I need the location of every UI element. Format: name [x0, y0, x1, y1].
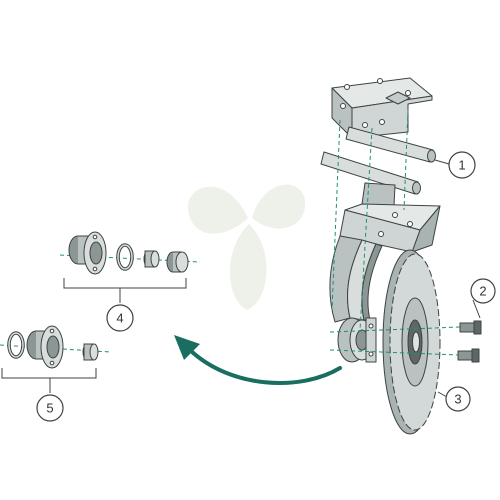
callout-1-label: 1 [458, 158, 465, 173]
lower-bracket [339, 182, 441, 253]
watermark-leaf-icon [187, 184, 306, 310]
curved-arm [329, 235, 383, 323]
pin-upper [345, 126, 436, 163]
seal-ring-4 [116, 243, 134, 271]
cap-4 [166, 251, 189, 273]
subassembly-5 [7, 325, 99, 369]
callout-4: 4 [106, 304, 134, 332]
seal-ring-5 [7, 331, 25, 359]
callout-1: 1 [448, 151, 476, 179]
callout-3-label: 3 [454, 392, 461, 407]
leader-lines [434, 159, 481, 398]
bearing-5 [82, 343, 99, 361]
group-brackets [1, 278, 187, 393]
bearing-4 [143, 250, 160, 268]
callout-4-label: 4 [116, 311, 123, 326]
top-bracket [331, 77, 433, 139]
callout-2-label: 2 [479, 284, 486, 299]
callout-5-label: 5 [46, 401, 53, 416]
callout-2: 2 [470, 278, 496, 304]
flow-arrow-icon [174, 335, 342, 385]
arm-hub [337, 317, 377, 363]
serrated-disc [382, 249, 441, 435]
flange-housing-4 [68, 231, 107, 275]
main-assembly [320, 77, 482, 435]
flange-housing-5 [26, 325, 64, 369]
bolt-upper [459, 320, 482, 335]
callout-5: 5 [36, 394, 64, 422]
bolt-lower [457, 348, 480, 363]
subassembly-4 [68, 231, 189, 275]
callout-3: 3 [445, 386, 471, 412]
